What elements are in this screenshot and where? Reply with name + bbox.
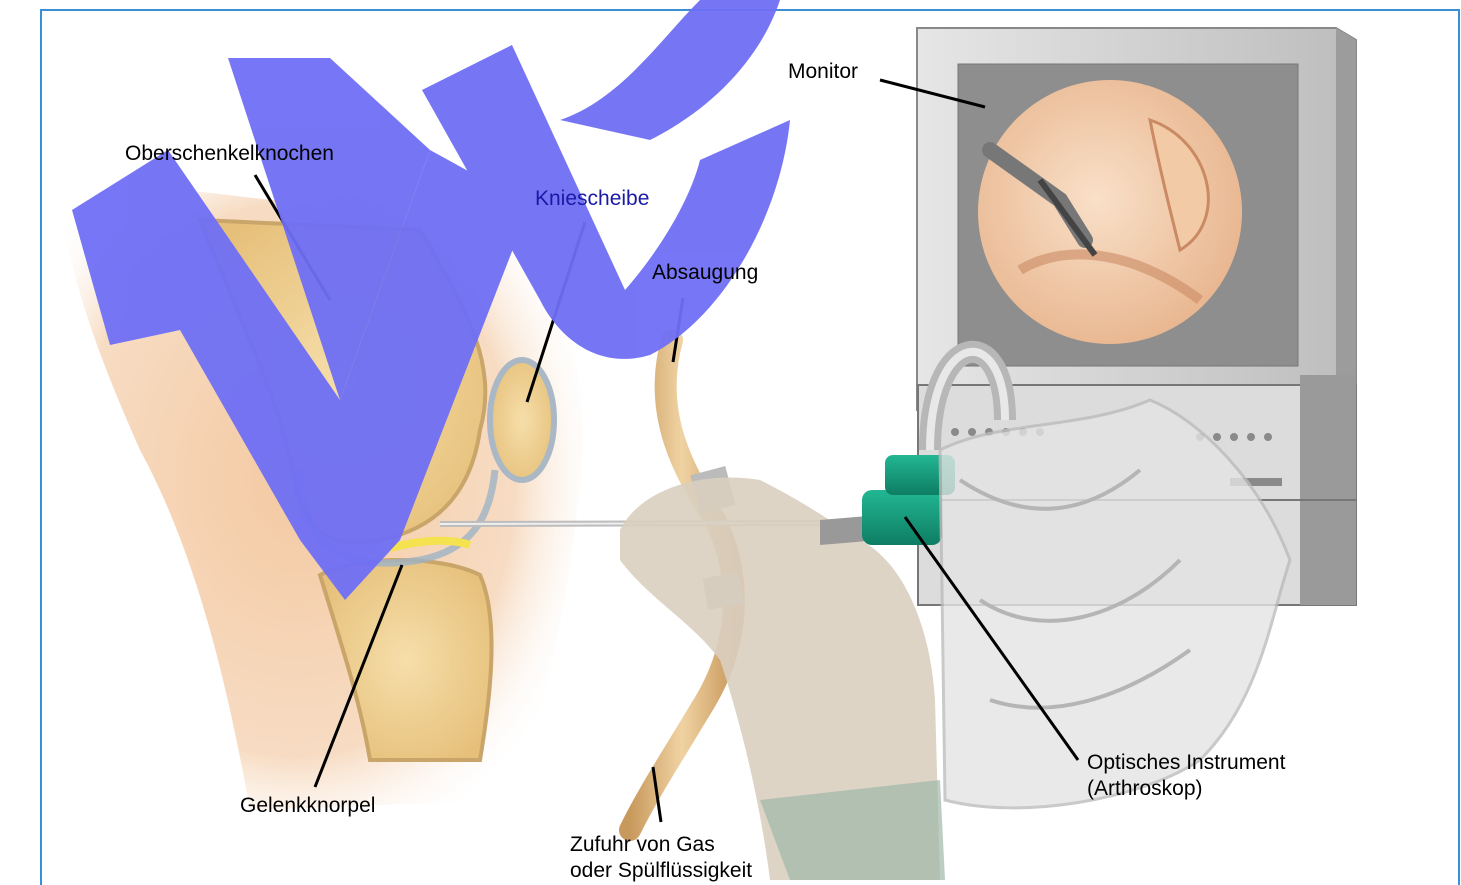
monitor-label: Monitor <box>788 59 858 85</box>
instrument-label: Optisches Instrument (Arthroskop) <box>1087 750 1285 802</box>
suction-label: Absaugung <box>652 260 758 286</box>
instrument-label-line1: Optisches Instrument <box>1087 750 1285 776</box>
patella-label: Kniescheibe <box>535 186 649 212</box>
inflow-label-line2: oder Spülflüssigkeit <box>570 858 752 884</box>
inflow-label-line1: Zufuhr von Gas <box>570 832 752 858</box>
inflow-label: Zufuhr von Gas oder Spülflüssigkeit <box>570 832 752 884</box>
femur-label: Oberschenkelknochen <box>125 141 334 167</box>
instrument-label-line2: (Arthroskop) <box>1087 776 1285 802</box>
cartilage-label: Gelenkknorpel <box>240 793 375 819</box>
